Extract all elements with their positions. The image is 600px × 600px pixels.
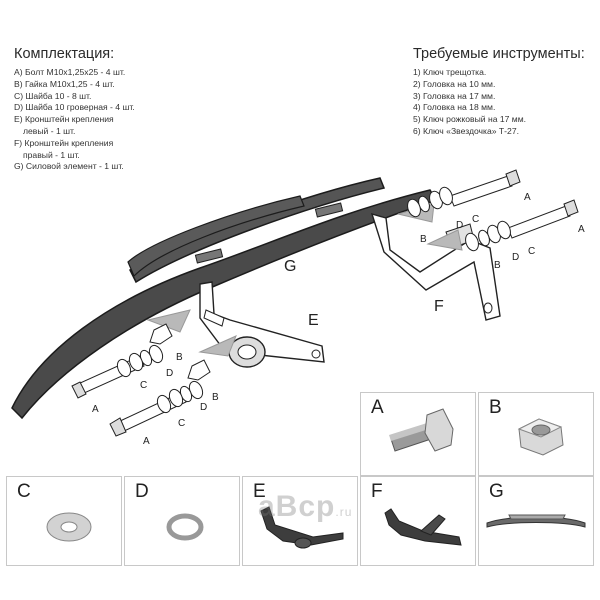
assembly-drawing	[11, 169, 579, 437]
kit-item: E) Кронштейн крепления	[14, 114, 114, 125]
callout-b: B	[494, 260, 501, 271]
kit-item: правый - 1 шт.	[23, 149, 80, 160]
arrow	[426, 229, 463, 251]
callout-d: D	[512, 252, 520, 263]
callout-b: B	[420, 234, 427, 245]
kit-item: A) Болт M10x1,25x25 - 4 шт.	[14, 67, 126, 77]
bolt-group	[71, 323, 173, 399]
callout-a: A	[92, 404, 99, 415]
part-card-f: F	[360, 476, 476, 566]
kit-title: Комплектация:	[14, 46, 115, 62]
bracket-f	[370, 212, 501, 321]
callout-b: B	[176, 352, 183, 363]
power-element-image	[486, 514, 586, 528]
tools-title: Требуемые инструменты:	[413, 46, 585, 62]
kit-item: C) Шайба 10 - 8 шт.	[14, 90, 92, 101]
card-label: F	[371, 481, 383, 502]
callout-e: E	[308, 312, 319, 329]
callout-a: A	[524, 192, 531, 203]
site-watermark: aBcp.ru	[258, 490, 352, 524]
callout-c: C	[178, 418, 186, 429]
bolt-group	[407, 169, 521, 218]
part-card-d: D	[124, 476, 240, 566]
plate	[194, 248, 224, 264]
kit-item: G) Силовой элемент - 1 шт.	[14, 161, 124, 172]
part-card-g: G	[478, 476, 594, 566]
tools-item: 2) Головка на 10 мм.	[413, 78, 496, 89]
bolt-group	[465, 199, 579, 252]
part-card-e: E	[242, 476, 358, 566]
callout-d: D	[200, 402, 208, 413]
callout-d: D	[166, 368, 174, 379]
callout-g: G	[284, 258, 297, 275]
bolt-group	[109, 359, 211, 437]
kit-item: F) Кронштейн крепления	[14, 137, 114, 148]
card-label: D	[135, 481, 149, 502]
upper-tube	[127, 195, 305, 278]
card-label: G	[489, 481, 504, 502]
kit-item: левый - 1 шт.	[23, 125, 76, 136]
bracket-slot	[203, 309, 225, 327]
part-card-b: B	[478, 392, 594, 476]
card-label: B	[489, 397, 502, 418]
callout-a: A	[143, 436, 150, 447]
card-label: E	[253, 481, 266, 502]
card-label: A	[371, 397, 384, 418]
bolt-image	[389, 408, 454, 452]
bracket-hole	[483, 302, 493, 314]
tools-item: 6) Ключ «Звездочка» Т-27.	[413, 125, 519, 136]
callout-f: F	[434, 298, 444, 315]
part-card-c: C	[6, 476, 122, 566]
callout-c: C	[140, 380, 148, 391]
tools-item: 3) Головка на 17 мм.	[413, 90, 496, 101]
watermark-main: aBcp	[258, 490, 336, 523]
bracket-f-image	[384, 508, 462, 546]
arrow	[198, 335, 237, 357]
callout-b: B	[212, 392, 219, 403]
callout-c: C	[528, 246, 536, 257]
spring-washer-image	[166, 513, 204, 541]
watermark-tld: .ru	[335, 505, 353, 519]
tools-item: 4) Головка на 18 мм.	[413, 102, 496, 113]
callout-d: D	[456, 220, 464, 231]
tools-item: 1) Ключ трещотка.	[413, 67, 487, 77]
tools-list: 1) Ключ трещотка. 2) Головка на 10 мм. 3…	[413, 67, 526, 138]
callout-a: A	[578, 224, 585, 235]
plate	[314, 202, 344, 218]
kit-item: D) Шайба 10 гроверная - 4 шт.	[14, 102, 135, 113]
part-card-a: A	[360, 392, 476, 476]
card-label: C	[17, 481, 31, 502]
kit-item: B) Гайка M10x1,25 - 4 шт.	[14, 78, 115, 89]
kit-list: A) Болт M10x1,25x25 - 4 шт. B) Гайка M10…	[14, 67, 135, 173]
bracket-hole	[311, 349, 321, 359]
bracket-hub-inner	[237, 344, 257, 360]
callout-c: C	[472, 214, 480, 225]
bracket-e-image	[260, 506, 344, 549]
washer-image	[46, 512, 92, 542]
tools-item: 5) Ключ рожковый на 17 мм.	[413, 114, 527, 125]
nut-image	[517, 418, 564, 456]
